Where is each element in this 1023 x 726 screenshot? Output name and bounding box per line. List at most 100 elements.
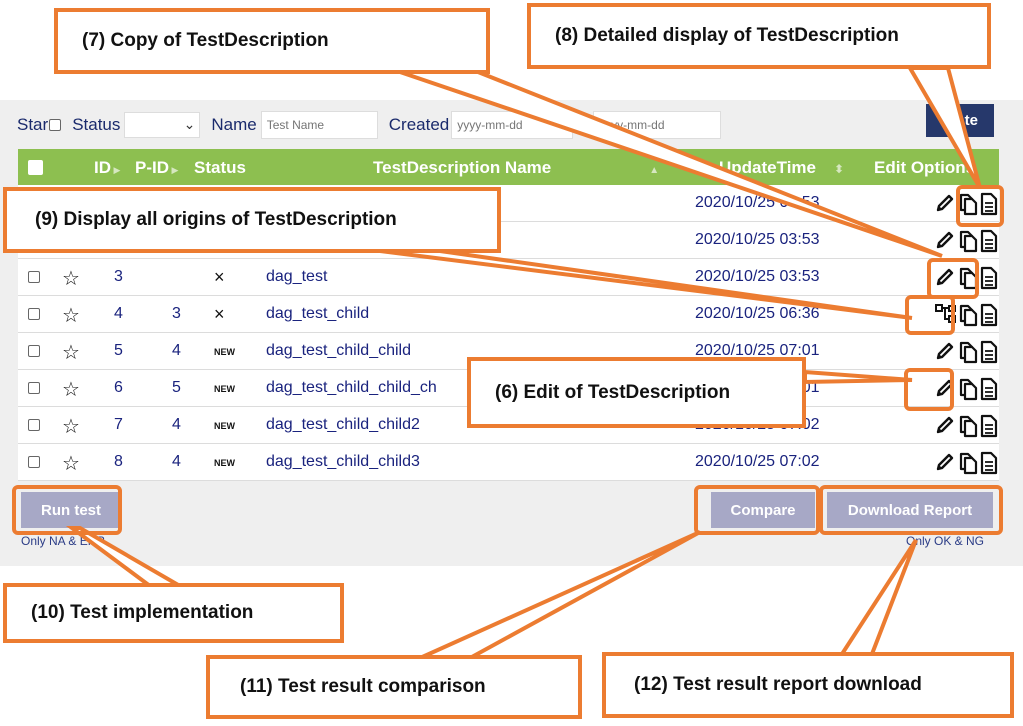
row-update-time: 2020/10/25 03:53 xyxy=(695,231,820,248)
header-name[interactable]: TestDescription Name▲ xyxy=(373,158,660,177)
row-checkbox[interactable] xyxy=(28,308,40,320)
row-parent-id: 4 xyxy=(172,342,181,359)
row-checkbox[interactable] xyxy=(28,382,40,394)
row-update-time: 2020/10/25 06:36 xyxy=(695,305,820,322)
document-icon[interactable] xyxy=(979,414,999,438)
row-edit-options xyxy=(918,451,999,475)
row-parent-id: 5 xyxy=(172,379,181,396)
callout-result-comparison: (11) Test result comparison xyxy=(206,655,582,719)
document-icon[interactable] xyxy=(979,229,999,253)
callout-display-origins: (9) Display all origins of TestDescripti… xyxy=(3,187,501,253)
star-icon[interactable]: ☆ xyxy=(62,268,80,290)
header-update-time[interactable]: UpdateTime⬍ xyxy=(719,158,845,177)
document-icon[interactable] xyxy=(979,340,999,364)
status-filter-select[interactable]: ⌄ xyxy=(124,112,201,138)
row-checkbox[interactable] xyxy=(28,345,40,357)
row-status: NEW xyxy=(214,384,235,394)
star-filter-checkbox[interactable] xyxy=(49,119,62,131)
callout-test-implementation: (10) Test implementation xyxy=(3,583,344,643)
pencil-icon[interactable] xyxy=(934,192,956,214)
pencil-icon[interactable] xyxy=(934,451,956,473)
row-update-time: 2020/10/25 03:53 xyxy=(695,268,820,285)
row-edit-options xyxy=(918,340,999,364)
copy-icon[interactable] xyxy=(958,192,978,216)
row-test-name-link[interactable]: dag_test_child_child2 xyxy=(266,416,420,433)
highlight-copy-icon xyxy=(927,258,979,299)
highlight-run-test xyxy=(12,485,122,535)
row-test-name-link[interactable]: dag_test_child_child3 xyxy=(266,453,420,470)
date-range-tilde: ~ xyxy=(579,115,590,134)
highlight-detail-icon xyxy=(956,185,1004,227)
document-icon[interactable] xyxy=(979,377,999,401)
row-id: 7 xyxy=(114,416,123,433)
select-all-checkbox[interactable] xyxy=(28,160,43,175)
row-id: 3 xyxy=(114,268,123,285)
row-checkbox[interactable] xyxy=(28,456,40,468)
created-from-input[interactable] xyxy=(451,111,574,139)
compare-button[interactable]: Compare xyxy=(711,492,815,528)
sort-icon: ▶ xyxy=(111,165,121,175)
row-status: NEW xyxy=(214,421,235,431)
row-id: 6 xyxy=(114,379,123,396)
table-row: ☆ 8 4 NEW dag_test_child_child3 2020/10/25 07… xyxy=(18,444,999,481)
row-parent-id: 4 xyxy=(172,453,181,470)
name-filter-label: Name xyxy=(211,115,257,134)
document-icon[interactable] xyxy=(979,266,999,290)
download-report-button[interactable]: Download Report xyxy=(827,492,993,528)
star-icon[interactable]: ☆ xyxy=(62,379,80,401)
star-icon[interactable]: ☆ xyxy=(62,453,80,475)
pencil-icon[interactable] xyxy=(934,229,956,251)
row-status: NEW xyxy=(214,347,235,357)
pencil-icon[interactable] xyxy=(934,340,956,362)
header-status[interactable]: Status xyxy=(194,158,246,177)
callout-copy: (7) Copy of TestDescription xyxy=(54,8,490,74)
star-icon[interactable]: ☆ xyxy=(62,416,80,438)
row-test-name-link[interactable]: dag_test_child xyxy=(266,305,370,322)
header-edit-options: Edit Options xyxy=(874,158,976,177)
name-filter-input[interactable] xyxy=(260,111,378,139)
create-button[interactable]: reate xyxy=(926,104,994,137)
created-filter-label: Created xyxy=(388,115,450,134)
header-id[interactable]: ID ▶ xyxy=(94,158,121,177)
document-icon[interactable] xyxy=(979,451,999,475)
row-edit-options xyxy=(918,229,999,253)
callout-detailed-display: (8) Detailed display of TestDescription xyxy=(527,3,991,69)
pencil-icon[interactable] xyxy=(934,414,956,436)
row-update-time: 2020/10/25 07:02 xyxy=(695,453,820,470)
row-edit-options xyxy=(918,303,999,327)
star-icon[interactable]: ☆ xyxy=(62,342,80,364)
chevron-down-icon: ⌄ xyxy=(183,116,196,132)
run-test-note: Only NA & ERR xyxy=(21,534,106,548)
pencil-icon[interactable] xyxy=(934,266,956,288)
row-update-time: 2020/10/25 07:01 xyxy=(695,342,820,359)
header-pid[interactable]: P-ID ▶ xyxy=(135,158,179,177)
row-test-name-link[interactable]: dag_test xyxy=(266,268,328,285)
row-checkbox[interactable] xyxy=(28,419,40,431)
run-test-button[interactable]: Run test xyxy=(21,492,121,528)
row-id: 5 xyxy=(114,342,123,359)
copy-icon[interactable] xyxy=(958,303,978,327)
download-report-note: Only OK & NG xyxy=(906,534,985,548)
sort-icon: ⬍ xyxy=(834,162,845,176)
row-checkbox[interactable] xyxy=(28,271,40,283)
row-id: 8 xyxy=(114,453,123,470)
row-test-name-link[interactable]: dag_test_child_child xyxy=(266,342,411,359)
copy-icon[interactable] xyxy=(958,340,978,364)
row-test-name-link[interactable]: dag_test_child_child_ch xyxy=(266,379,437,396)
document-icon[interactable] xyxy=(979,192,999,216)
row-status: × xyxy=(214,267,225,287)
callout-report-download: (12) Test result report download xyxy=(602,652,1014,718)
copy-icon[interactable] xyxy=(958,451,978,475)
highlight-origin-icon xyxy=(905,295,955,335)
row-status: NEW xyxy=(214,458,235,468)
copy-icon[interactable] xyxy=(958,414,978,438)
star-icon[interactable]: ☆ xyxy=(62,305,80,327)
sort-icon: ▲ xyxy=(649,165,660,176)
copy-icon[interactable] xyxy=(958,377,978,401)
document-icon[interactable] xyxy=(979,303,999,327)
copy-icon[interactable] xyxy=(958,229,978,253)
table-row: ☆ 3 × dag_test 2020/10/25 03:53 xyxy=(18,259,999,296)
created-to-input[interactable] xyxy=(593,111,722,139)
callout-edit: (6) Edit of TestDescription xyxy=(467,357,806,428)
